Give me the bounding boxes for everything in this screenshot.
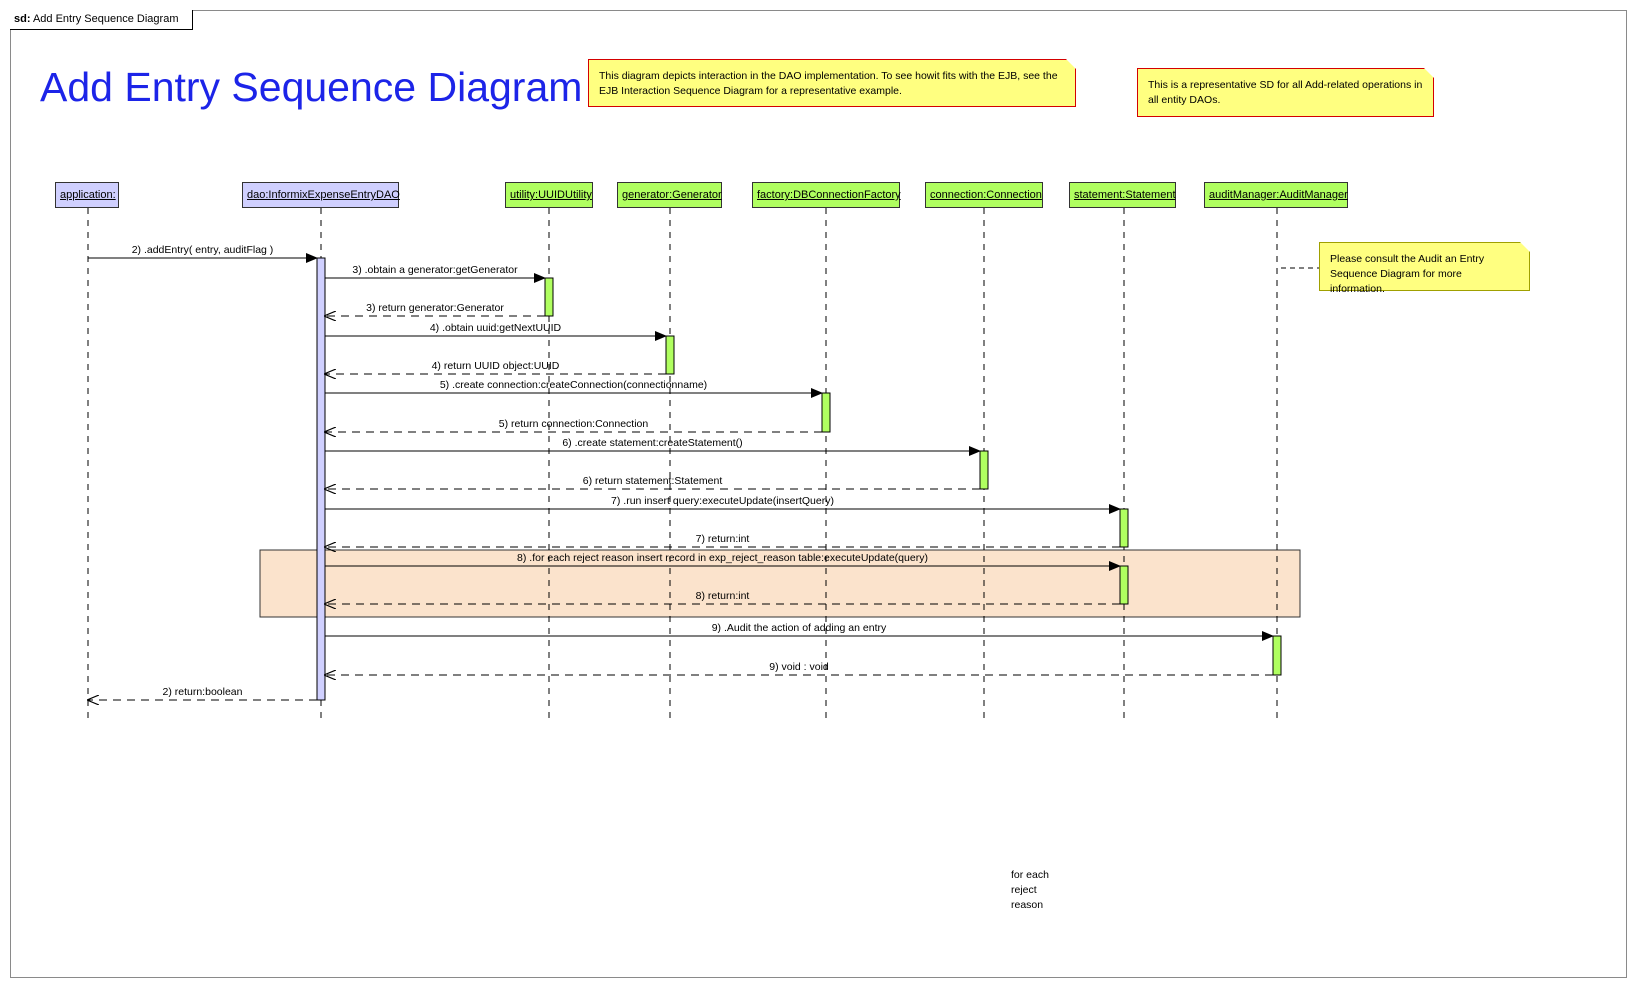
frame-tag: sd: Add Entry Sequence Diagram: [10, 10, 194, 30]
message-label: 5) .create connection:createConnection(c…: [440, 379, 707, 391]
note-representative-text: This is a representative SD for all Add-…: [1148, 79, 1423, 106]
loop-guard: for each reject reason: [1011, 868, 1049, 913]
note-fold-icon: [1424, 68, 1434, 78]
lifeline-head-app[interactable]: application:: [55, 182, 119, 208]
message-label: 6) return statement:Statement: [583, 475, 723, 487]
activation-bar-utility: [544, 277, 554, 317]
message-label: 2) return:boolean: [163, 686, 243, 698]
message-label: 4) .obtain uuid:getNextUUID: [430, 322, 562, 334]
activation-bar-statement: [1119, 565, 1129, 605]
frame-tag-prefix: sd:: [14, 13, 31, 25]
lifeline-head-generator[interactable]: generator:Generator: [617, 182, 722, 208]
lifeline-head-factory[interactable]: factory:DBConnectionFactory: [752, 182, 901, 208]
message-label: 7) return:int: [696, 533, 750, 545]
message-label: 8) return:int: [696, 590, 750, 602]
activation-bar-connection: [979, 450, 989, 490]
note-audit-text: Please consult the Audit an Entry Sequen…: [1330, 253, 1485, 295]
note-fold-icon: [1520, 242, 1530, 252]
message-label: 3) return generator:Generator: [366, 302, 504, 314]
lifeline-head-utility[interactable]: utility:UUIDUtility: [505, 182, 593, 208]
activation-bar-audit: [1272, 635, 1282, 676]
message-label: 4) return UUID object:UUID: [432, 360, 560, 372]
note-representative: This is a representative SD for all Add-…: [1137, 68, 1434, 117]
message-label: 6) .create statement:createStatement(): [562, 437, 742, 449]
activation-bar-statement: [1119, 508, 1129, 548]
message-label: 9) .Audit the action of adding an entry: [712, 622, 887, 634]
diagram-title: Add Entry Sequence Diagram: [40, 64, 583, 110]
frame-tag-name: Add Entry Sequence Diagram: [32, 13, 179, 25]
note-fold-icon: [1066, 59, 1076, 69]
message-label: 7) .run insert query:executeUpdate(inser…: [611, 495, 834, 507]
note-dao-implementation: This diagram depicts interaction in the …: [588, 59, 1076, 107]
lifeline-head-connection[interactable]: connection:Connection: [925, 182, 1043, 208]
frame-border: [10, 10, 1627, 978]
message-label: 8) .for each reject reason insert record…: [517, 552, 928, 564]
loop-guard-line: for each: [1011, 869, 1049, 881]
message-label: 3) .obtain a generator:getGenerator: [352, 264, 518, 276]
note-audit-reference: Please consult the Audit an Entry Sequen…: [1319, 242, 1530, 295]
activation-bar-generator: [665, 335, 675, 375]
lifeline-head-statement[interactable]: statement:Statement: [1069, 182, 1176, 208]
message-label: 9) void : void: [769, 661, 829, 673]
lifeline-head-dao[interactable]: dao:InformixExpenseEntryDAO: [242, 182, 400, 208]
message-label: 5) return connection:Connection: [499, 418, 649, 430]
note-dao-text: This diagram depicts interaction in the …: [599, 70, 1058, 97]
loop-guard-line: reason: [1011, 899, 1044, 911]
message-label: 2) .addEntry( entry, auditFlag ): [132, 244, 274, 256]
lifeline-head-audit[interactable]: auditManager:AuditManager: [1204, 182, 1348, 208]
loop-guard-line: reject: [1011, 884, 1037, 896]
activation-bar-dao: [316, 257, 326, 701]
activation-bar-factory: [821, 392, 831, 433]
